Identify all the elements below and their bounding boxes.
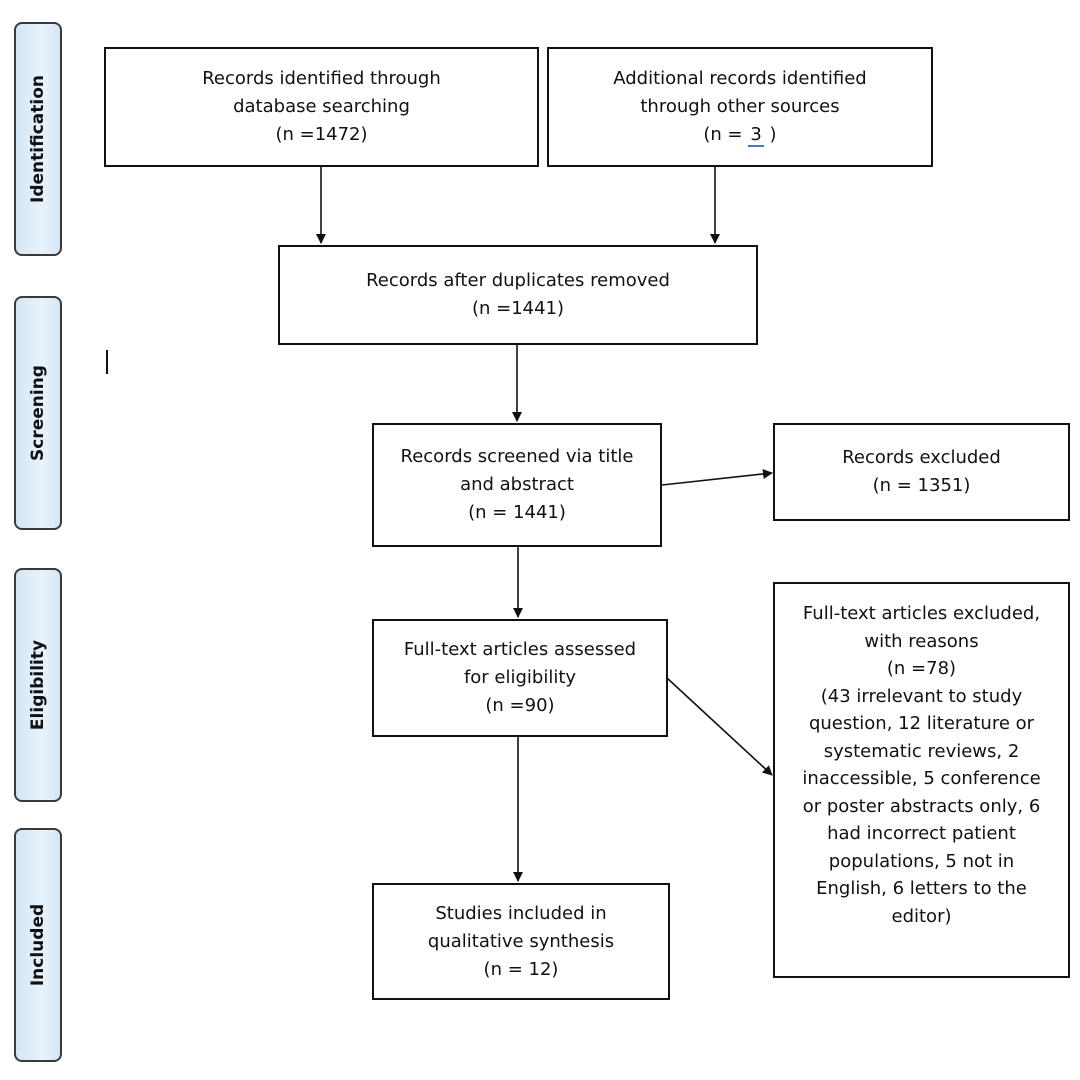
records-screened-count: (n = 1441) (468, 502, 566, 523)
fulltext-excluded-reason-6: had incorrect patient (827, 823, 1016, 844)
box-records-screened: Records screened via title and abstract … (372, 423, 662, 547)
fulltext-excluded-line-2: with reasons (864, 630, 979, 652)
fulltext-excluded-reason-7: populations, 5 not in (828, 850, 1015, 872)
fulltext-excluded-reason-3: systematic reviews, 2 (823, 740, 1020, 762)
box-records-excluded: Records excluded (n = 1351) (773, 423, 1070, 521)
arrow-screened-to-excluded (661, 469, 773, 486)
records-excluded-line-1: Records excluded (842, 447, 1001, 468)
fulltext-assessed-line-1: Full-text articles assessed (403, 639, 637, 660)
fulltext-excluded-reason-1: (43 irrelevant to study (820, 685, 1023, 707)
other-records-count-suffix: ) (763, 124, 777, 145)
box-other-records: Additional records identified through ot… (547, 47, 933, 167)
stage-label-eligibility: Eligibility (14, 568, 62, 802)
duplicates-removed-line-1: Records after duplicates removed (366, 270, 670, 291)
arrow-fulltext-to-excluded (666, 677, 773, 776)
records-excluded-count: (n = 1351) (872, 475, 971, 496)
stage-label-included: Included (14, 828, 62, 1062)
database-records-line-1: Records identified through (202, 68, 441, 89)
box-fulltext-assessed: Full-text articles assessed for eligibil… (372, 619, 668, 737)
box-database-records: Records identified through database sear… (104, 47, 539, 167)
box-duplicates-removed: Records after duplicates removed (n =144… (278, 245, 758, 345)
duplicates-removed-count: (n =1441) (471, 298, 565, 319)
fulltext-excluded-count: (n =78) (886, 658, 957, 679)
fulltext-excluded-reason-2: question, 12 literature or (808, 713, 1035, 734)
fulltext-excluded-line-1: Full-text articles excluded, (802, 603, 1041, 624)
other-records-count-prefix: (n = (703, 124, 749, 145)
records-screened-line-1: Records screened via title (400, 446, 634, 467)
stage-label-identification: Identification (14, 22, 62, 256)
other-records-line-1: Additional records identified (613, 68, 867, 89)
text-cursor-mark (106, 350, 108, 374)
other-records-line-2: through other sources (640, 96, 840, 117)
fulltext-assessed-line-2: for eligibility (463, 667, 577, 688)
box-fulltext-excluded: Full-text articles excluded, with reason… (773, 582, 1070, 978)
fulltext-excluded-reason-9: editor) (891, 905, 952, 927)
stage-label-screening: Screening (14, 296, 62, 530)
box-studies-included: Studies included in qualitative synthesi… (372, 883, 670, 1000)
studies-included-count: (n = 12) (483, 958, 559, 980)
other-records-count: (n = 3 ) (703, 121, 777, 149)
studies-included-line-1: Studies included in (435, 902, 607, 924)
studies-included-line-2: qualitative synthesis (427, 930, 615, 952)
fulltext-excluded-reason-8: English, 6 letters to the (816, 878, 1027, 899)
database-records-count: (n =1472) (275, 124, 368, 145)
records-screened-line-2: and abstract (460, 474, 574, 495)
fulltext-excluded-reason-5: or poster abstracts only, 6 (802, 795, 1041, 817)
fulltext-excluded-reason-4: inaccessible, 5 conference (802, 768, 1041, 789)
fulltext-assessed-count: (n =90) (485, 695, 555, 716)
database-records-line-2: database searching (233, 96, 410, 117)
other-records-count-value: 3 (748, 124, 764, 147)
